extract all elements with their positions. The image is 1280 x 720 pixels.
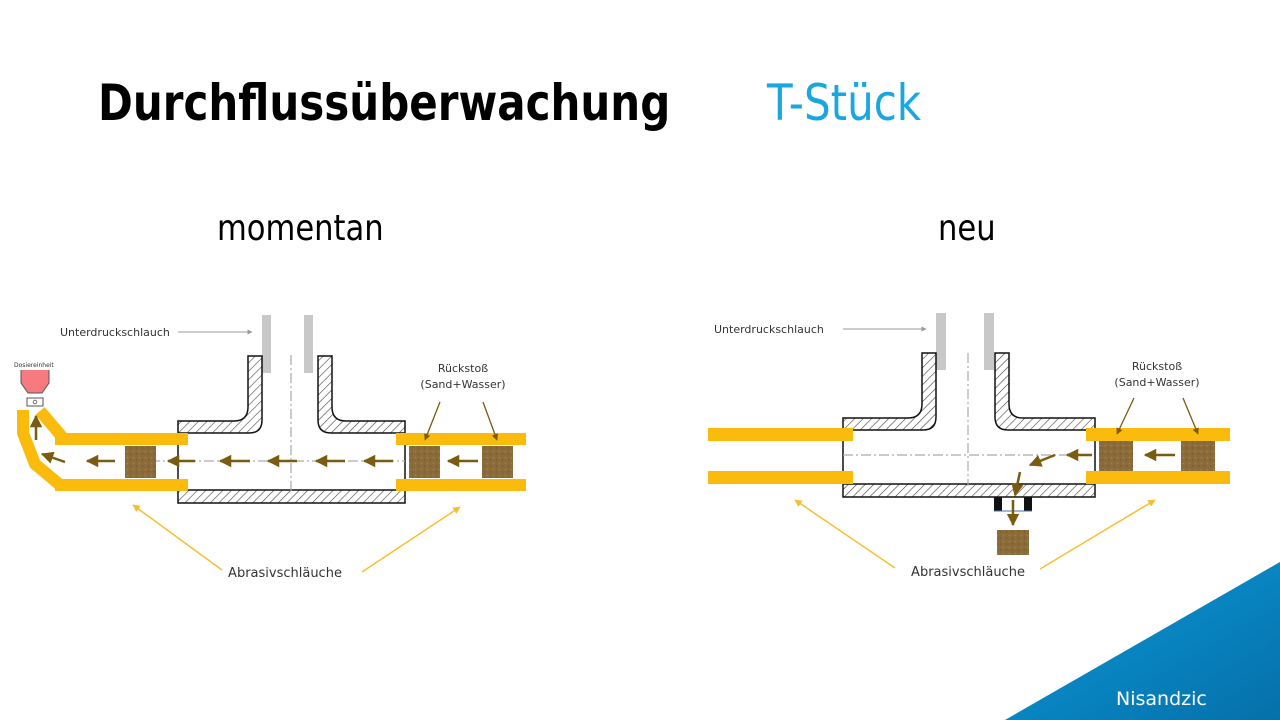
dosing-valve-icon [26,397,44,407]
left-hose-bend-upper [35,407,69,443]
right-vacuum-hose-wall [936,313,946,370]
right-hose-right-upper [1086,428,1230,441]
dosing-unit-label: Dosiereinheit [14,362,54,369]
left-backflow-pointer [482,401,499,441]
new-label: neu [938,208,996,249]
outlet-port-wall [994,497,1002,511]
left-hose-right-lower [396,479,526,491]
right-hose-left-upper [708,428,853,441]
right-backflow-label-1: Rückstoß [1132,360,1182,373]
right-backflow-label-2: (Sand+Wasser) [1114,376,1199,389]
right-tee-wall-top-left [842,352,937,431]
left-hoses-pointer [132,504,223,571]
corner-triangle [1005,562,1280,720]
right-hose-right-lower [1086,471,1230,484]
left-backflow-label-2: (Sand+Wasser) [420,378,505,391]
left-hose-upper [55,433,188,445]
right-tee-wall-top-right [994,352,1096,431]
left-hoses-pointer [361,506,461,573]
right-tee-wall-bottom [842,483,1096,498]
left-backflow-label-1: Rückstoß [438,362,488,375]
left-backflow-pointer [424,401,441,441]
right-diagram: Unterdruckschlauch Rückstoß [708,313,1230,580]
left-tee-wall-top-right [317,355,406,434]
left-hose-bend-lower [17,410,64,490]
left-hoses-label: Abrasivschläuche [228,566,342,581]
outlet-port-wall [1024,497,1032,511]
dosing-hopper-icon [20,370,50,394]
right-vacuum-hose-label: Unterdruckschlauch [714,323,824,336]
left-diagram: Unterdruckschlauch [14,315,526,581]
collected-sand [997,530,1029,555]
left-flow-arrows [29,414,478,468]
right-backflow-pointer [1182,397,1199,435]
left-sand-plug [409,446,440,478]
right-sand-plug [1099,441,1133,471]
flow-arrow-icon [40,451,66,464]
left-hose-lower [55,479,188,491]
left-tee-wall-top-left [177,355,263,434]
left-tee-wall-bottom [177,489,406,504]
right-sand-plug [1181,441,1215,471]
right-vacuum-hose-wall [984,313,994,370]
flow-arrow-icon [1011,471,1024,497]
right-backflow-pointer [1116,397,1135,435]
flow-arrow-icon [1028,453,1056,467]
right-hoses-pointer [794,499,896,569]
left-hose-right-upper [396,433,526,445]
slide-title: Durchflussüberwachung [98,74,671,132]
author-name: Nisandzic [1116,688,1207,710]
right-flow-arrows [1006,448,1175,527]
left-vacuum-hose-wall [304,315,313,373]
left-sand-plug [482,446,513,478]
right-hoses-label: Abrasivschläuche [911,565,1025,580]
right-hoses-pointer [1039,499,1156,570]
left-vacuum-hose-label: Unterdruckschlauch [60,326,170,339]
left-sand-plug [125,446,156,478]
slide-subtitle: T-Stück [767,74,922,132]
current-label: momentan [217,208,384,249]
left-vacuum-hose-wall [262,315,271,373]
right-hose-left-lower [708,471,853,484]
